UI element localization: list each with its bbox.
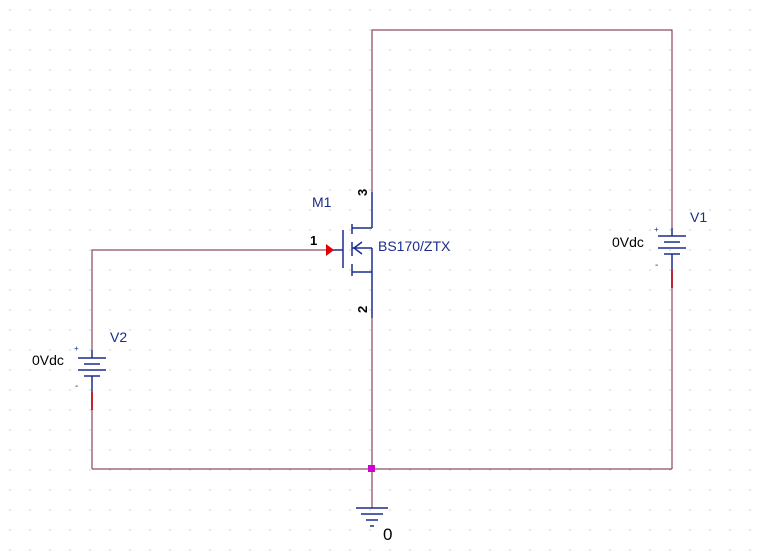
m1-drain-pin-number: 3: [355, 189, 370, 196]
v1-plus-sign: +: [654, 225, 659, 234]
v2-value-label[interactable]: 0Vdc: [32, 352, 64, 368]
v1-minus-sign: -: [655, 260, 658, 271]
wire-top-loop[interactable]: [371, 29, 673, 228]
v1-value-label[interactable]: 0Vdc: [612, 234, 644, 250]
m1-source-pin-number: 2: [355, 306, 370, 313]
m1-model-label[interactable]: BS170/ZTX: [378, 238, 451, 254]
mosfet-m1[interactable]: [333, 192, 373, 318]
gate-pin-marker[interactable]: [326, 244, 334, 256]
v2-minus-sign: -: [75, 381, 78, 392]
junction-dot[interactable]: [368, 465, 375, 472]
ground-net-label[interactable]: 0: [383, 525, 392, 544]
m1-arrow: [352, 241, 363, 255]
m1-ref-label[interactable]: M1: [312, 194, 332, 210]
m1-gate-pin-number: 1: [310, 233, 317, 248]
battery-v1[interactable]: [658, 228, 686, 288]
wire-v2-to-gate[interactable]: [91, 249, 328, 350]
v2-plus-sign: +: [74, 344, 79, 353]
battery-v2[interactable]: [78, 350, 106, 410]
v1-ref-label[interactable]: V1: [690, 209, 707, 225]
ground-symbol[interactable]: [356, 507, 388, 527]
v2-ref-label[interactable]: V2: [110, 329, 127, 345]
wires: [91, 29, 673, 508]
